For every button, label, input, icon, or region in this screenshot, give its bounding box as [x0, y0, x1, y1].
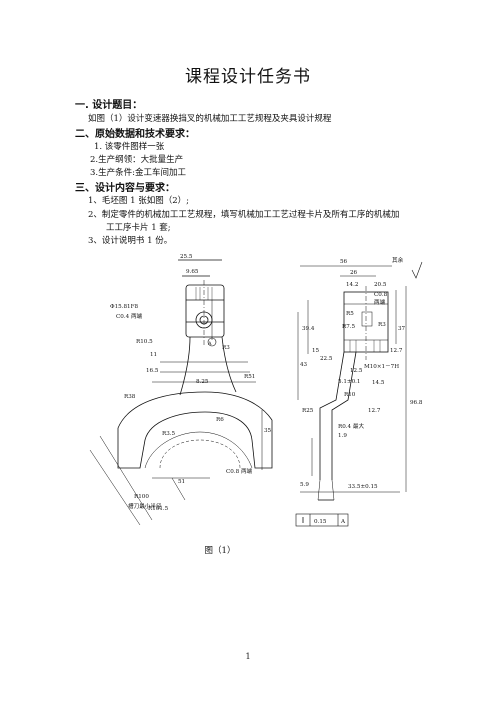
dim-label: 20.5	[374, 282, 387, 288]
tolerance-datum: A	[340, 519, 346, 525]
dim-label: R10.5	[136, 339, 153, 345]
topic-text: 如图（1）设计变速器换挡叉的机械加工工艺规程及夹具设计规程	[88, 114, 332, 124]
dim-label: R100	[134, 494, 149, 500]
front-view-labels: 25.5 9.65 Φ15.81F8 C0.4 两端 R10.5 11 16.5…	[110, 254, 272, 512]
dim-label: 9.65	[186, 269, 199, 275]
dim-label: 14.2	[346, 282, 359, 288]
dim-label: C0.8	[374, 292, 388, 298]
dim-label: 43	[300, 362, 308, 368]
requirement-line-3: 3.生产条件:金工车间加工	[90, 168, 186, 178]
section-heading-topic: 一. 设计题目：	[75, 100, 143, 111]
dim-label: R6	[216, 417, 224, 423]
dim-label: R3	[378, 322, 386, 328]
dim-label: C0.8 两端	[226, 467, 253, 475]
dim-label: R0.4 最大	[338, 422, 364, 430]
side-view	[295, 261, 423, 527]
dim-label: 15	[312, 348, 320, 354]
dim-label: 26	[350, 270, 358, 276]
dim-label: 37	[398, 326, 406, 332]
dim-label: 35	[264, 428, 272, 434]
dim-label: Φ15.81F8	[110, 304, 138, 310]
dim-label: R3	[222, 345, 230, 351]
dim-label: 12.7	[390, 348, 403, 354]
dim-label: R7.5	[342, 324, 356, 330]
dim-label: 5.9	[300, 482, 309, 488]
side-view-labels: 56 其余 26 20.5 14.2 C0.8 两端 R5 R7.5 R3 39…	[300, 256, 423, 525]
dim-label: 39.4	[302, 326, 315, 332]
dim-label: 33.5±0.15	[348, 484, 378, 490]
dim-label: 8.25	[196, 379, 209, 385]
dim-label: M10×1－7H	[364, 364, 399, 370]
section-heading-content: 三、设计内容与要求：	[75, 183, 175, 194]
dim-label: 1.9	[338, 433, 347, 439]
dim-label: 25.5	[180, 254, 193, 260]
dim-label: R5	[346, 311, 354, 317]
tolerance-value: 0.15	[314, 519, 327, 525]
dim-label: 56	[340, 259, 348, 265]
dim-label: 槽刀最小半径	[128, 502, 162, 510]
dim-label: 22.5	[320, 356, 333, 362]
dim-label: 51	[178, 479, 185, 485]
dim-label: 12.5	[350, 368, 363, 374]
requirement-line-2: 2.生产纲领：大批量生产	[90, 155, 184, 165]
dim-label: R38	[124, 394, 136, 400]
content-line-2: 2、制定零件的机械加工工艺规程，填写机械加工工艺过程卡片及所有工序的机械加	[88, 210, 400, 220]
figure-caption: 图（1）	[204, 546, 236, 556]
page-number: 1	[245, 652, 251, 661]
dim-label: 两端	[374, 298, 386, 306]
datum-label: A	[207, 341, 212, 347]
page-title: 课程设计任务书	[185, 67, 311, 87]
dim-label: C0.4 两端	[116, 312, 143, 320]
dim-label: 14.5	[372, 380, 385, 386]
dim-label: R101.5	[148, 506, 169, 512]
dim-label: 16.5	[146, 368, 159, 374]
dim-label: 其余	[392, 256, 404, 264]
dim-label: R25	[302, 408, 314, 414]
content-line-2-cont: 工工序卡片 1 套;	[106, 223, 171, 233]
dim-label: R51	[244, 374, 255, 380]
dim-label: 12.7	[368, 408, 381, 414]
content-line-3: 3、设计说明书 1 份。	[88, 236, 173, 246]
dim-label: 96.8	[410, 400, 423, 406]
requirement-line-1: 1. 该零件图样一张	[94, 142, 165, 152]
dim-label: 5.1±0.1	[338, 379, 360, 385]
section-heading-requirements: 二、原始数据和技术要求：	[75, 129, 195, 140]
front-view	[89, 259, 273, 526]
dim-label: R3.5	[162, 431, 176, 437]
dim-label: R10	[344, 392, 356, 398]
dim-label: 11	[150, 352, 157, 358]
content-line-1: 1、毛坯图 1 张如图（2）;	[88, 196, 189, 206]
